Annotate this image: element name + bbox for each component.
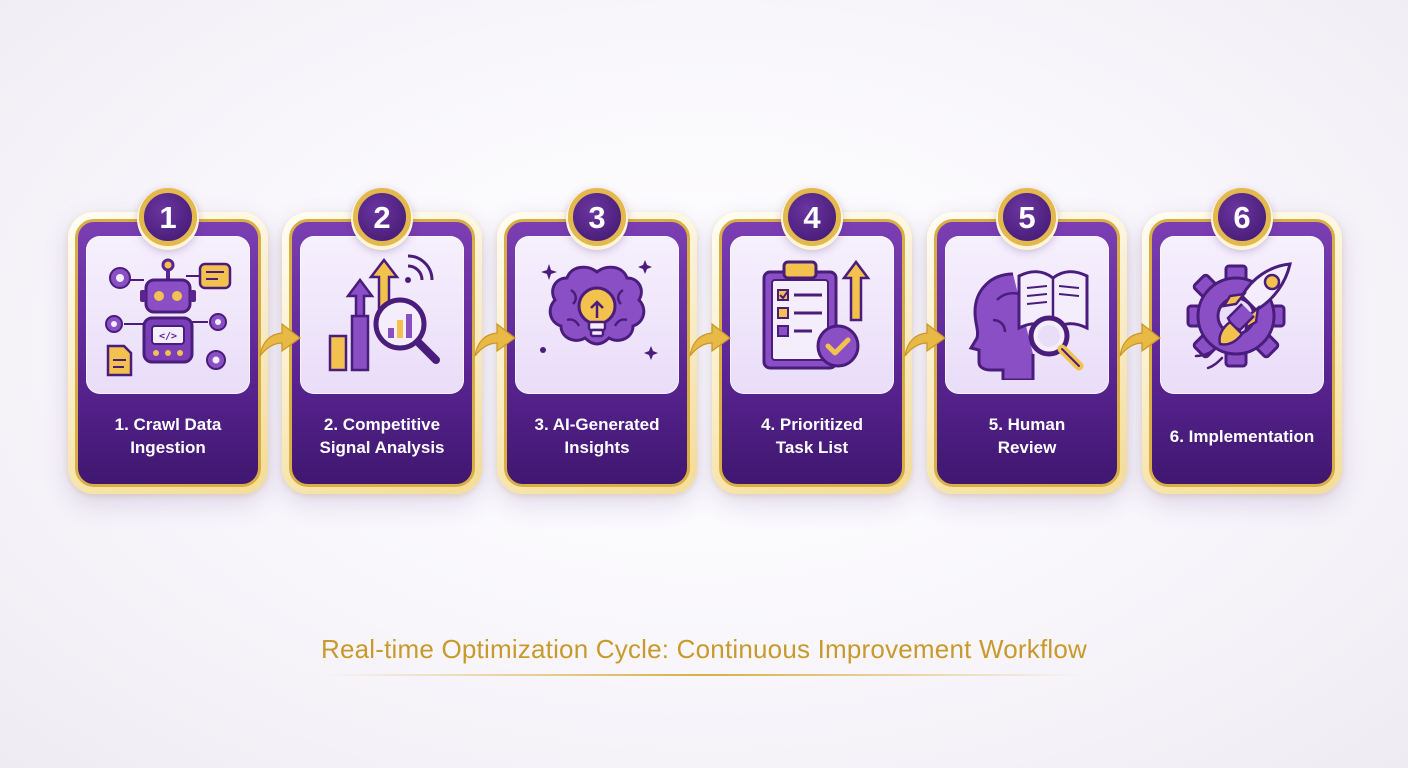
step-card-2: 2. Competitive Signal Analysis bbox=[282, 212, 482, 494]
step-label: 2. Competitive Signal Analysis bbox=[319, 415, 445, 457]
step-card-6: 6. Implementation bbox=[1142, 212, 1342, 494]
step-icon-tile bbox=[945, 236, 1109, 394]
chart-magnifier-icon bbox=[328, 254, 440, 372]
step-number-badge-6: 6 bbox=[1213, 188, 1271, 246]
step-card-body: 4. Prioritized Task List bbox=[719, 219, 905, 487]
step-label: 3. AI-Generated Insights bbox=[534, 415, 660, 457]
step-icon-tile bbox=[515, 236, 679, 394]
step-card-body: 3. AI-Generated Insights bbox=[504, 219, 690, 487]
step-number-badge-4: 4 bbox=[783, 188, 841, 246]
step-number-badge-3: 3 bbox=[568, 188, 626, 246]
head-book-magnifier-icon bbox=[968, 270, 1089, 380]
step-label: 4. Prioritized Task List bbox=[760, 415, 864, 457]
arrow-right-icon bbox=[904, 322, 947, 357]
step-label: 6. Implementation bbox=[1169, 426, 1315, 446]
step-number-badge-1: 1 bbox=[139, 188, 197, 246]
diagram-caption: Real-time Optimization Cycle: Continuous… bbox=[321, 634, 1087, 664]
step-label: 1. Crawl Data Ingestion bbox=[114, 415, 222, 457]
arrow-right-icon bbox=[474, 322, 517, 357]
brain-lightbulb-icon bbox=[540, 260, 658, 360]
step-icon-tile: </> bbox=[86, 236, 250, 394]
svg-text:</>: </> bbox=[159, 331, 177, 342]
gear-rocket-icon bbox=[1186, 262, 1292, 370]
step-card-4: 4. Prioritized Task List bbox=[712, 212, 912, 494]
step-icon-tile bbox=[300, 236, 464, 394]
step-card-body: 6. Implementation bbox=[1149, 219, 1335, 487]
step-label: 5. Human Review bbox=[988, 415, 1066, 457]
robot-data-icon: </> bbox=[105, 258, 232, 377]
step-card-3: 3. AI-Generated Insights bbox=[497, 212, 697, 494]
arrow-right-icon bbox=[1119, 322, 1162, 357]
step-card-1: </> bbox=[68, 212, 268, 494]
step-icon-tile bbox=[730, 236, 894, 394]
step-number-badge-2: 2 bbox=[353, 188, 411, 246]
arrow-right-icon bbox=[259, 322, 302, 357]
step-number-badge-5: 5 bbox=[998, 188, 1056, 246]
arrow-right-icon bbox=[689, 322, 732, 357]
step-icon-tile bbox=[1160, 236, 1324, 394]
clipboard-checklist-icon bbox=[762, 259, 871, 370]
step-card-body: 2. Competitive Signal Analysis bbox=[289, 219, 475, 487]
step-card-5: 5. Human Review bbox=[927, 212, 1127, 494]
step-card-body: </> bbox=[75, 219, 261, 487]
caption-underline bbox=[324, 674, 1084, 676]
step-card-body: 5. Human Review bbox=[934, 219, 1120, 487]
